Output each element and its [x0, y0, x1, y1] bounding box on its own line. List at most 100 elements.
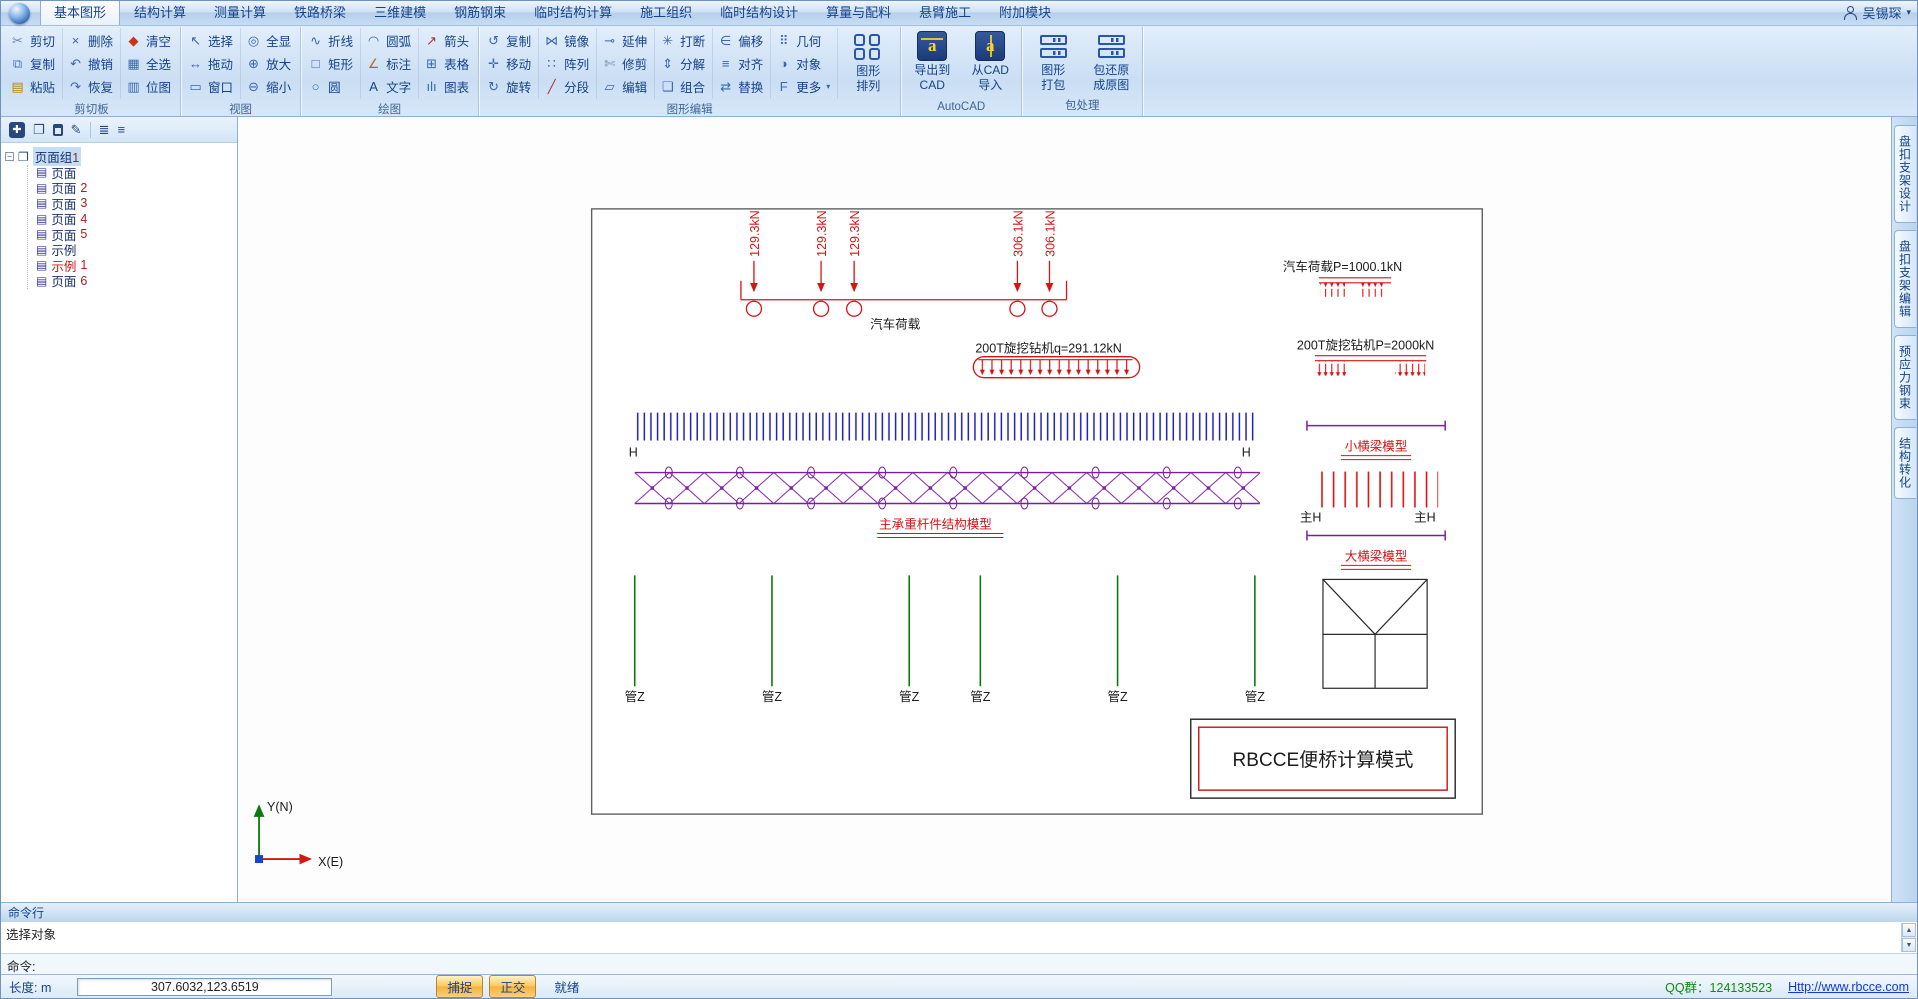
- ribbon-button[interactable]: ▱编辑: [598, 75, 653, 98]
- right-vertical-tab[interactable]: 盘扣支架编辑: [1893, 230, 1916, 328]
- ribbon-button[interactable]: ╱分段: [540, 75, 595, 98]
- right-vertical-tab[interactable]: 结构转化: [1893, 427, 1916, 499]
- command-panel-header[interactable]: 命令行: [1, 902, 1917, 921]
- ribbon-group-view: ↖选择↔拖动▭窗口 ◎全显⊕放大⊖缩小 视图: [181, 27, 302, 116]
- scroll-up-icon[interactable]: ▲: [1902, 923, 1916, 937]
- ortho-toggle-button[interactable]: 正交: [489, 975, 537, 998]
- ribbon-button-label: 修剪: [622, 58, 648, 72]
- ribbon-button[interactable]: ↔拖动: [184, 52, 239, 75]
- ribbon-button[interactable]: ❏组合: [656, 75, 711, 98]
- ribbon-button-label: 粘贴: [30, 81, 56, 95]
- right-vertical-tab[interactable]: 盘扣支架设计: [1893, 125, 1916, 223]
- menu-tab-label: 三维建模: [374, 5, 427, 20]
- tree-page-item[interactable]: ▤ 示例: [36, 242, 77, 259]
- delete-page-icon[interactable]: [52, 123, 63, 136]
- ribbon-button[interactable]: ◎全显: [242, 29, 297, 52]
- collapse-expander-icon[interactable]: −: [5, 152, 14, 162]
- ribbon-button[interactable]: ▭窗口: [184, 75, 239, 98]
- collapse-list-icon[interactable]: ≡: [117, 121, 126, 137]
- menu-tab[interactable]: 铁路桥梁: [280, 1, 360, 25]
- command-output[interactable]: 选择对象 ▲ ▼: [1, 921, 1917, 953]
- menu-tab[interactable]: 三维建模: [360, 1, 440, 25]
- menu-tab[interactable]: 基本图形: [40, 1, 121, 25]
- menu-tab[interactable]: 临时结构设计: [706, 1, 812, 25]
- ribbon-button[interactable]: ✂剪切: [6, 29, 61, 52]
- ribbon-button[interactable]: ⧉复制: [6, 52, 61, 75]
- ribbon-button[interactable]: ⊸延伸: [598, 29, 653, 52]
- add-group-icon[interactable]: ❐: [33, 121, 45, 137]
- ribbon-button[interactable]: ≡对齐: [714, 52, 769, 75]
- ribbon-button[interactable]: ◠圆弧: [362, 29, 417, 52]
- edit-page-icon[interactable]: ✎: [70, 121, 82, 137]
- ribbon-button[interactable]: ⇕分解: [656, 52, 711, 75]
- tree-page-item[interactable]: ▤ 页面: [36, 165, 77, 181]
- ribbon-button[interactable]: ▦全选: [122, 52, 177, 75]
- ribbon-button[interactable]: ⋈镜像: [540, 29, 595, 52]
- ribbon-button[interactable]: ↶撤销: [64, 52, 119, 75]
- ribbon-button[interactable]: ○圆: [304, 75, 359, 98]
- menu-tab[interactable]: 结构计算: [120, 1, 200, 25]
- tree-root-page-group[interactable]: − ❐ 页面组1: [5, 147, 233, 167]
- user-menu[interactable]: 吴锡琛 ▾: [1843, 3, 1911, 25]
- drill-p-figure: 200T旋挖钻机P=2000kN: [1297, 338, 1434, 376]
- ucs-axis-icon: Y(N) X(E): [253, 800, 343, 869]
- ribbon-button[interactable]: ◆清空: [122, 29, 177, 52]
- menu-tab[interactable]: 施工组织: [626, 1, 706, 25]
- ribbon-button[interactable]: ✳打断: [656, 29, 711, 52]
- ribbon-button[interactable]: ⇄替换: [714, 75, 769, 98]
- website-link[interactable]: Http://www.rbcce.com: [1788, 979, 1909, 994]
- ribbon-button[interactable]: ⊕放大: [242, 52, 297, 75]
- ribbon-button[interactable]: ▥位图: [122, 75, 177, 98]
- ribbon-button-icon: ∷: [547, 55, 556, 71]
- ribbon-button[interactable]: ∿折线: [304, 29, 359, 52]
- ribbon-button[interactable]: □矩形: [304, 52, 359, 75]
- menu-tab[interactable]: 钢筋钢束: [440, 1, 520, 25]
- ribbon-button[interactable]: ⠿几何: [772, 29, 836, 52]
- right-vertical-tab[interactable]: 预应力钢束: [1893, 335, 1916, 420]
- restore-pack-button[interactable]: 包还原成原图: [1082, 28, 1140, 95]
- ribbon-button[interactable]: ◑对象: [772, 52, 836, 75]
- truck-p-figure: 汽车荷载P=1000.1kN: [1283, 259, 1402, 297]
- user-icon: [1843, 5, 1858, 20]
- ribbon-button[interactable]: ∠标注: [362, 52, 417, 75]
- graph-arrange-button[interactable]: 图形排列: [839, 29, 897, 95]
- ribbon-button[interactable]: ∈偏移: [714, 29, 769, 52]
- expand-list-icon[interactable]: ≣: [98, 121, 110, 137]
- menu-tab[interactable]: 悬臂施工: [905, 1, 985, 25]
- command-scrollbar[interactable]: ▲ ▼: [1901, 923, 1916, 952]
- ribbon-button[interactable]: ↗箭头: [420, 29, 475, 52]
- add-page-icon[interactable]: ✚: [9, 121, 25, 138]
- ribbon-button[interactable]: ⊞表格: [420, 52, 475, 75]
- ribbon-button[interactable]: ⊖缩小: [242, 75, 297, 98]
- menu-tab[interactable]: 算量与配料: [812, 1, 905, 25]
- command-input[interactable]: 命令:: [1, 953, 1917, 974]
- ribbon-button[interactable]: ↺复制: [482, 29, 537, 52]
- scroll-down-icon[interactable]: ▼: [1902, 938, 1916, 952]
- ribbon-button[interactable]: ∷阵列: [540, 52, 595, 75]
- drawing-canvas[interactable]: 129.3kN 129.3kN 129.3kN 306.1kN 306.1kN …: [238, 117, 1891, 902]
- snap-toggle-button[interactable]: 捕捉: [436, 975, 484, 998]
- ribbon-button[interactable]: ↻旋转: [482, 75, 537, 98]
- ribbon-button[interactable]: ▤粘贴: [6, 75, 61, 98]
- menu-tab[interactable]: 附加模块: [985, 1, 1065, 25]
- pack-graphics-button[interactable]: 图形打包: [1024, 28, 1082, 95]
- menu-tab[interactable]: 测量计算: [200, 1, 280, 25]
- menu-tab[interactable]: 临时结构计算: [520, 1, 626, 25]
- app-logo-icon[interactable]: [9, 3, 30, 24]
- ribbon-button[interactable]: ✄修剪: [598, 52, 653, 75]
- ribbon-button[interactable]: ↖选择: [184, 29, 239, 52]
- ribbon-button[interactable]: ×删除: [64, 29, 119, 52]
- ribbon-button[interactable]: ✛移动: [482, 52, 537, 75]
- ribbon-button[interactable]: ↷恢复: [64, 75, 119, 98]
